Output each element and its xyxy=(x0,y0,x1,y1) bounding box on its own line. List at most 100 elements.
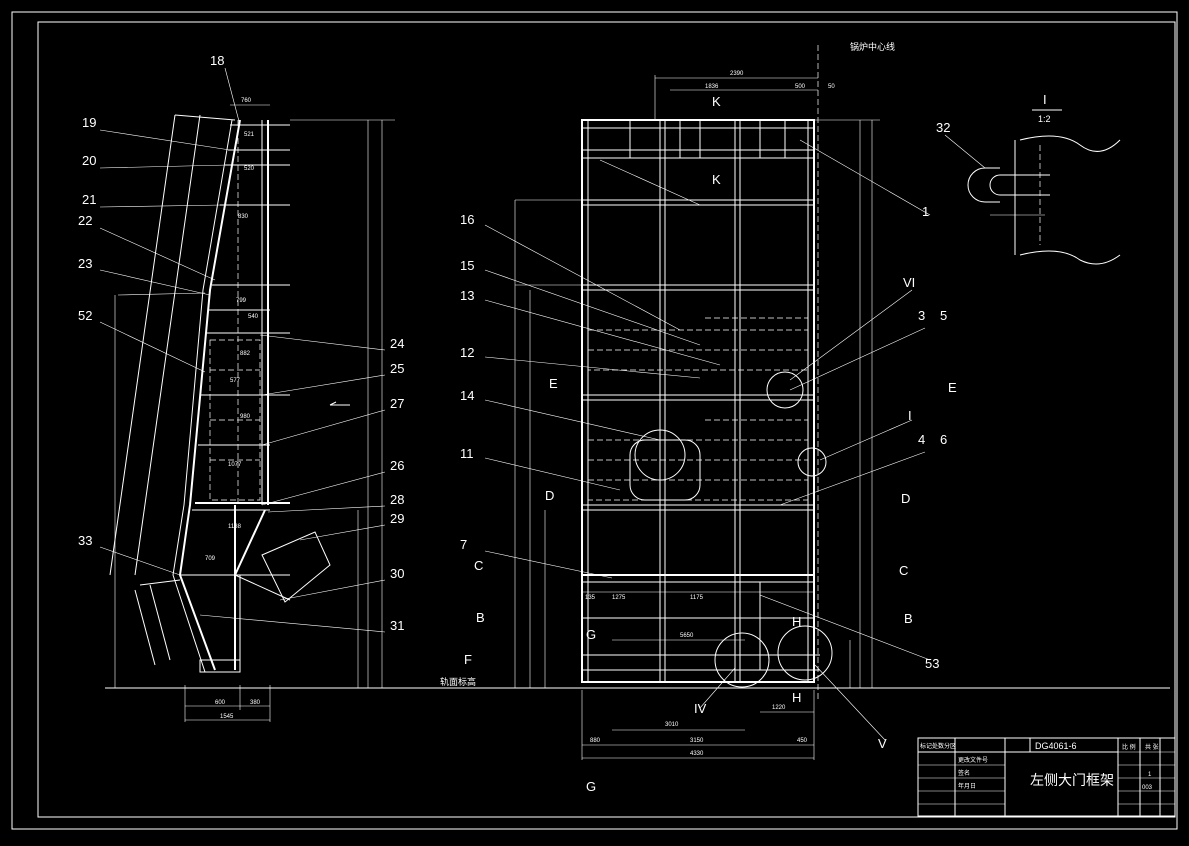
detail-scale: 1:2 xyxy=(1038,114,1051,124)
part-label-24: 24 xyxy=(390,336,404,351)
title-row-label: 年月日 xyxy=(958,782,976,790)
part-label-53: 53 xyxy=(925,656,939,671)
part-label-3: 3 xyxy=(918,308,925,323)
dim-text: 1175 xyxy=(690,595,704,601)
title-row-label: 处数 xyxy=(932,742,944,750)
part-label-18: 18 xyxy=(210,53,224,68)
drawing-title: 左侧大门框架 xyxy=(1030,772,1114,788)
section-mark-G-top: G xyxy=(586,627,596,642)
section-mark-H-top: H xyxy=(792,614,801,629)
section-mark-D-left: D xyxy=(545,488,554,503)
part-label-20: 20 xyxy=(82,153,96,168)
front-view xyxy=(514,45,880,760)
title-row-label: 签名 xyxy=(958,769,970,777)
part-label-14: 14 xyxy=(460,388,474,403)
part-label-11: 11 xyxy=(460,446,474,461)
part-label-12: 12 xyxy=(460,345,474,360)
part-label-28: 28 xyxy=(390,492,404,507)
dim-text: 4330 xyxy=(690,751,704,757)
dim-text: 450 xyxy=(797,738,808,744)
leader-lines-center xyxy=(484,139,931,741)
part-label-31: 31 xyxy=(390,618,404,633)
ground-level-note: 轨面标高 xyxy=(440,676,476,687)
dim-text: 380 xyxy=(250,700,261,706)
dim-text: 760 xyxy=(241,98,252,104)
section-mark-B-right: B xyxy=(904,611,913,626)
dim-text: 3010 xyxy=(665,722,679,728)
dim-text: 600 xyxy=(215,700,226,706)
section-mark-E-left: E xyxy=(549,376,558,391)
scale-value: 1 xyxy=(1148,772,1152,778)
sheet-value: 003 xyxy=(1142,785,1153,791)
part-label-16: 16 xyxy=(460,212,474,227)
section-mark-C-left: C xyxy=(474,558,483,573)
dim-text: 577 xyxy=(230,378,241,384)
part-label-I: I xyxy=(908,408,912,423)
dim-text: 1545 xyxy=(220,714,234,720)
part-label-IV: IV xyxy=(694,701,707,716)
dim-text: 882 xyxy=(240,351,251,357)
part-label-13: 13 xyxy=(460,288,474,303)
section-mark-C-right: C xyxy=(899,563,908,578)
dim-text: 521 xyxy=(244,132,255,138)
centerline-note: 锅炉中心线 xyxy=(850,41,895,52)
dim-text: 830 xyxy=(238,214,249,220)
part-label-23: 23 xyxy=(78,256,92,271)
outer-border xyxy=(11,11,1178,830)
part-label-V: V xyxy=(878,736,887,751)
part-label-30: 30 xyxy=(390,566,404,581)
dim-text: 980 xyxy=(240,414,251,420)
section-mark-K-top: K xyxy=(712,94,721,109)
part-label-19: 19 xyxy=(82,115,96,130)
section-mark-B-left: B xyxy=(476,610,485,625)
part-label-33: 33 xyxy=(78,533,92,548)
dim-text: 520 xyxy=(244,166,255,172)
dim-text: 1836 xyxy=(705,84,719,90)
detail-title: I xyxy=(1043,92,1047,107)
dim-text: 709 xyxy=(205,556,216,562)
section-mark-H-bottom: H xyxy=(792,690,801,705)
part-label-5: 5 xyxy=(940,308,947,323)
part-label-29: 29 xyxy=(390,511,404,526)
part-label-32: 32 xyxy=(936,120,950,135)
dim-text: 500 xyxy=(795,84,806,90)
dim-text: 799 xyxy=(236,298,247,304)
inner-border xyxy=(37,21,1176,818)
dim-text: 3150 xyxy=(690,738,704,744)
leader-lines-left xyxy=(99,67,386,633)
dim-text: 2390 xyxy=(730,71,744,77)
dim-text: 540 xyxy=(248,314,259,320)
part-label-21: 21 xyxy=(82,192,96,207)
detail-I xyxy=(944,109,1121,265)
dim-text: 5650 xyxy=(680,633,694,639)
sheet-label: 共 张 xyxy=(1145,743,1159,751)
part-label-1: 1 xyxy=(922,204,929,219)
section-mark-D-right: D xyxy=(901,491,910,506)
dim-text: 1220 xyxy=(772,705,786,711)
section-mark-E-right: E xyxy=(948,380,957,395)
part-label-VI: VI xyxy=(903,275,915,290)
drawing-number: DG4061-6 xyxy=(1035,741,1077,751)
dim-text: 50 xyxy=(828,84,835,90)
title-row-label: 分区 xyxy=(944,742,956,750)
part-label-4: 4 xyxy=(918,432,925,447)
dim-text: 1077 xyxy=(228,462,242,468)
title-row-label: 更改文件号 xyxy=(958,756,988,764)
dim-text: 1188 xyxy=(228,524,242,530)
title-block xyxy=(917,737,1176,817)
section-mark-G-bottom: G xyxy=(586,779,596,794)
section-mark-F: F xyxy=(464,652,472,667)
part-label-7: 7 xyxy=(460,537,467,552)
part-label-22: 22 xyxy=(78,213,92,228)
side-view xyxy=(109,104,395,722)
title-row-label: 标记 xyxy=(920,742,932,750)
part-label-52: 52 xyxy=(78,308,92,323)
dim-text: 1275 xyxy=(612,595,626,601)
dim-text: 880 xyxy=(590,738,601,744)
scale-label: 比 例 xyxy=(1122,743,1136,751)
section-mark-K-bottom: K xyxy=(712,172,721,187)
part-label-26: 26 xyxy=(390,458,404,473)
part-label-25: 25 xyxy=(390,361,404,376)
